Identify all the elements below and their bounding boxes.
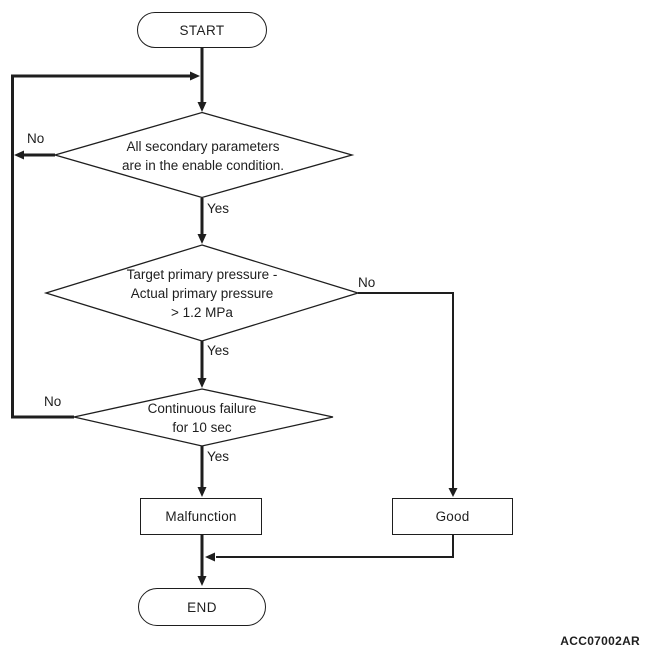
decision2-no-label: No (358, 275, 376, 290)
end-node: END (138, 588, 266, 626)
decision2-text-line2: Actual primary pressure (130, 286, 274, 301)
arrowhead-into-decision3 (197, 378, 207, 388)
decision-diamond-secondary-parameters (52, 111, 355, 199)
decision-diamond-continuous-failure (73, 388, 334, 447)
decision-diamond-pressure-difference (43, 244, 361, 342)
malfunction-node-label: Malfunction (165, 509, 237, 524)
decision1-no-label: No (27, 131, 45, 146)
decision2-yes-label: Yes (207, 343, 230, 358)
good-node-label: Good (435, 509, 470, 524)
arrowhead-into-end (197, 576, 207, 586)
connector-decision2-no-to-good (358, 292, 454, 489)
malfunction-node: Malfunction (140, 498, 262, 535)
figure-code: ACC07002AR (560, 634, 640, 648)
arrowhead-into-decision2 (197, 234, 207, 244)
decision1-text-line2: are in the enable condition. (121, 158, 285, 173)
decision2-text-line3: > 1.2 MPa (171, 305, 233, 320)
decision2-text: Target primary pressure - Actual primary… (82, 265, 322, 322)
end-node-label: END (187, 599, 217, 615)
decision3-yes-label: Yes (207, 449, 230, 464)
arrowhead-loop-into-main-line (190, 71, 200, 81)
decision1-yes-label: Yes (207, 201, 230, 216)
good-node: Good (392, 498, 513, 535)
arrowhead-into-good (448, 488, 458, 497)
decision3-text-line1: Continuous failure (147, 401, 257, 416)
connector-good-to-merge (216, 535, 454, 558)
arrowhead-into-malfunction (197, 487, 207, 497)
start-node-label: START (179, 22, 225, 38)
decision2-text-line1: Target primary pressure - (126, 267, 278, 282)
arrowhead-into-decision1 (197, 102, 207, 112)
arrowhead-good-into-merge (205, 552, 215, 562)
connector-feedback-loop (11, 74, 191, 419)
decision1-text: All secondary parameters are in the enab… (83, 137, 323, 175)
start-node: START (137, 12, 267, 48)
decision3-text: Continuous failure for 10 sec (102, 399, 302, 437)
arrowhead-decision1-no-into-loop (14, 150, 24, 160)
decision1-text-line1: All secondary parameters (126, 139, 280, 154)
decision3-no-label: No (44, 394, 62, 409)
decision3-text-line2: for 10 sec (172, 420, 232, 435)
